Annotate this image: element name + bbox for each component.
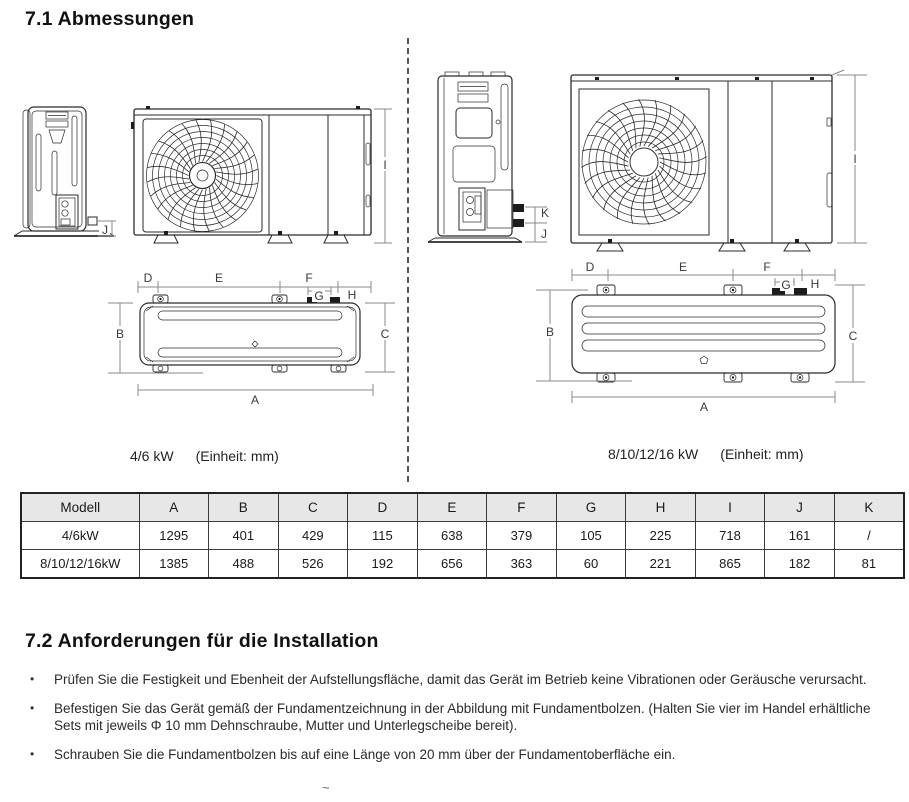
fan-grille bbox=[580, 98, 708, 226]
left-unit-top-view: D E F G H B C A bbox=[108, 271, 395, 407]
table-cell: 192 bbox=[347, 549, 418, 579]
list-item: • Schrauben Sie die Fundamentbolzen bis … bbox=[30, 746, 882, 763]
dim-label-e: E bbox=[215, 271, 223, 285]
table-row-46kw: 4/6kW 1295 401 429 115 638 379 105 225 7… bbox=[20, 521, 905, 550]
stray-mark: ~ bbox=[322, 780, 330, 795]
table-cell: 401 bbox=[208, 521, 279, 550]
table-cell: / bbox=[833, 521, 905, 550]
list-item: • Befestigen Sie das Gerät gemäß der Fun… bbox=[30, 700, 882, 734]
table-header-j: J bbox=[764, 492, 835, 522]
table-cell: 429 bbox=[277, 521, 349, 550]
dim-label-d: D bbox=[144, 271, 153, 285]
table-row-8101216kw: 8/10/12/16kW 1385 488 526 192 656 363 60… bbox=[20, 549, 905, 579]
dimensions-table: Modell A B C D E F G H I J K 4/6kW 1295 … bbox=[20, 492, 905, 579]
dim-label-g: G bbox=[314, 289, 323, 303]
table-header-h: H bbox=[625, 492, 696, 522]
dim-label-j-right: J bbox=[541, 227, 547, 241]
table-cell: 8/10/12/16kW bbox=[20, 549, 140, 579]
table-header-a: A bbox=[138, 492, 210, 522]
left-unit-front-view: I bbox=[131, 106, 392, 244]
dim-label-k: K bbox=[541, 206, 549, 220]
right-diagram-caption: 8/10/12/16 kW (Einheit: mm) bbox=[608, 446, 804, 462]
table-cell: 60 bbox=[555, 549, 627, 579]
table-cell: 488 bbox=[208, 549, 279, 579]
dim-label-h-right: H bbox=[811, 277, 820, 291]
dim-label-i-right: I bbox=[853, 152, 856, 166]
table-cell: 4/6kW bbox=[20, 521, 140, 550]
dim-label-c: C bbox=[381, 327, 390, 341]
bullet-text: Schrauben Sie die Fundamentbolzen bis au… bbox=[54, 747, 676, 762]
right-unit-front-view: I bbox=[570, 69, 867, 252]
list-item: • Prüfen Sie die Festigkeit und Ebenheit… bbox=[30, 671, 882, 688]
right-caption-model: 8/10/12/16 kW bbox=[608, 446, 699, 462]
dim-label-b: B bbox=[116, 327, 124, 341]
bullet-icon: • bbox=[30, 747, 35, 761]
left-unit-side-view: J bbox=[13, 106, 116, 237]
left-caption-unit: (Einheit: mm) bbox=[195, 448, 279, 464]
dim-label-b-right: B bbox=[546, 325, 554, 339]
table-cell: 656 bbox=[416, 549, 488, 579]
table-header-k: K bbox=[833, 492, 905, 522]
section-title-dimensions: 7.1 Abmessungen bbox=[25, 8, 195, 30]
table-header-f: F bbox=[486, 492, 557, 522]
bullet-text: Befestigen Sie das Gerät gemäß der Funda… bbox=[54, 701, 871, 733]
table-cell: 81 bbox=[833, 549, 905, 579]
left-caption-model: 4/6 kW bbox=[130, 448, 174, 464]
dim-label-h: H bbox=[348, 288, 357, 302]
table-cell: 161 bbox=[764, 521, 835, 550]
left-diagram-caption: 4/6 kW (Einheit: mm) bbox=[130, 448, 279, 464]
table-header-i: I bbox=[694, 492, 766, 522]
table-header-row: Modell A B C D E F G H I J K bbox=[20, 492, 905, 522]
dim-label-f-right: F bbox=[763, 260, 770, 274]
right-unit-side-view: K J bbox=[427, 71, 549, 243]
table-cell: 526 bbox=[277, 549, 349, 579]
right-caption-unit: (Einheit: mm) bbox=[720, 446, 804, 462]
table-header-d: D bbox=[347, 492, 418, 522]
table-cell: 638 bbox=[416, 521, 488, 550]
table-cell: 363 bbox=[486, 549, 557, 579]
fan-grille bbox=[146, 119, 259, 232]
bullet-icon: • bbox=[30, 672, 35, 686]
dim-label-c-right: C bbox=[849, 329, 858, 343]
dim-label-d-right: D bbox=[586, 260, 595, 274]
vertical-dashed-divider bbox=[407, 38, 409, 482]
table-cell: 1295 bbox=[138, 521, 210, 550]
table-cell: 221 bbox=[625, 549, 696, 579]
table-header-c: C bbox=[277, 492, 349, 522]
table-header-b: B bbox=[208, 492, 279, 522]
dim-label-g-right: G bbox=[781, 278, 790, 292]
table-header-modell: Modell bbox=[20, 492, 140, 522]
dim-label-i: I bbox=[383, 158, 386, 172]
dim-label-j: J bbox=[102, 223, 108, 237]
table-cell: 1385 bbox=[138, 549, 210, 579]
dim-label-e-right: E bbox=[679, 260, 687, 274]
table-cell: 718 bbox=[694, 521, 766, 550]
bullet-text: Prüfen Sie die Festigkeit und Ebenheit d… bbox=[54, 672, 867, 687]
dim-label-a-right: A bbox=[700, 400, 708, 412]
table-cell: 182 bbox=[764, 549, 835, 579]
installation-requirements-list: • Prüfen Sie die Festigkeit und Ebenheit… bbox=[30, 671, 882, 775]
table-header-e: E bbox=[416, 492, 488, 522]
table-header-g: G bbox=[555, 492, 627, 522]
table-cell: 379 bbox=[486, 521, 557, 550]
section-title-installation: 7.2 Anforderungen für die Installation bbox=[25, 630, 379, 652]
table-cell: 865 bbox=[694, 549, 766, 579]
dim-label-f: F bbox=[305, 271, 312, 285]
table-cell: 105 bbox=[555, 521, 627, 550]
dim-label-a: A bbox=[251, 393, 259, 407]
table-cell: 115 bbox=[347, 521, 418, 550]
bullet-icon: • bbox=[30, 701, 35, 715]
right-unit-top-view: D E F G H B C A bbox=[536, 260, 865, 412]
table-cell: 225 bbox=[625, 521, 696, 550]
